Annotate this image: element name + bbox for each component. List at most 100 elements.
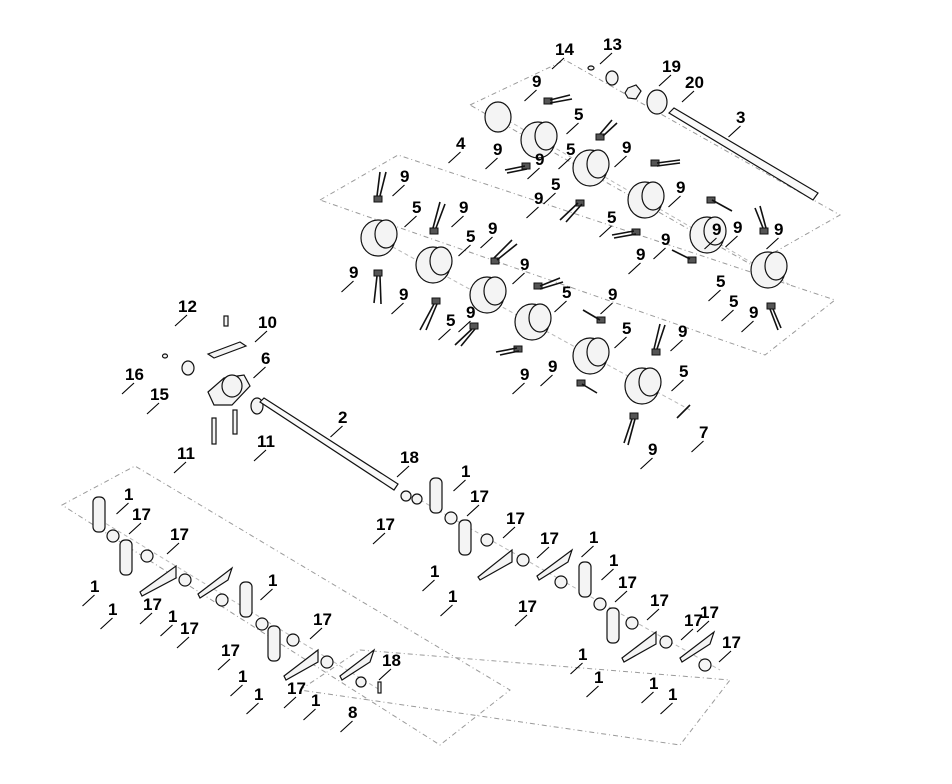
shaft-icon: [259, 397, 399, 491]
label-9: 9: [493, 140, 502, 159]
label-1: 1: [589, 528, 598, 547]
cutter-disc: [520, 121, 558, 159]
leader-line: [166, 542, 180, 555]
leader-line: [340, 720, 353, 733]
label-17: 17: [376, 515, 395, 534]
label-1: 1: [668, 685, 677, 704]
spring-pin: [611, 228, 641, 239]
label-9: 9: [712, 220, 721, 239]
spacer-icon: [516, 553, 530, 567]
blade-icon: [621, 630, 657, 663]
leader-line: [466, 504, 480, 517]
leader-line: [139, 612, 153, 625]
leader-line: [100, 617, 113, 630]
axis-lines: [99, 109, 791, 691]
label-17: 17: [170, 525, 189, 544]
label-5: 5: [574, 105, 583, 124]
leader-line: [601, 568, 614, 581]
leader-line: [670, 339, 683, 352]
screw-icon: [223, 315, 229, 327]
middle-assembly-frame: [318, 154, 837, 356]
leader-line: [451, 215, 464, 228]
pin-icon: [377, 681, 382, 694]
blade-icon: [458, 519, 472, 556]
label-9: 9: [733, 218, 742, 237]
label-17: 17: [722, 633, 741, 652]
label-1: 1: [461, 462, 470, 481]
cutter-disc: [750, 251, 788, 289]
leader-line: [448, 151, 461, 164]
label-17: 17: [221, 641, 240, 660]
spring-pin: [706, 196, 733, 212]
leader-line: [82, 594, 95, 607]
label-1: 1: [124, 485, 133, 504]
leader-line: [392, 184, 405, 197]
leader-line: [173, 461, 187, 474]
leader-line: [614, 155, 627, 168]
left-blade-frame: [61, 465, 511, 746]
spring-pin: [543, 94, 573, 105]
bearing-icon: [181, 360, 195, 376]
leader-line: [341, 280, 354, 293]
leader-line: [254, 330, 268, 343]
parts: [92, 65, 819, 694]
leader-line: [708, 289, 721, 302]
leader-line: [512, 272, 525, 285]
end-disc-icon: [484, 101, 512, 133]
leader-lines: [82, 52, 779, 733]
label-9: 9: [622, 138, 631, 157]
cutter-disc: [689, 216, 727, 254]
spacer-icon: [215, 593, 229, 607]
label-17: 17: [506, 509, 525, 528]
leader-line: [581, 545, 594, 558]
label-9: 9: [534, 189, 543, 208]
spacer-icon: [286, 633, 300, 647]
label-4: 4: [456, 134, 466, 153]
spring-pin: [419, 297, 441, 331]
blade-icon: [92, 496, 106, 533]
leader-line: [558, 157, 571, 170]
label-17: 17: [287, 679, 306, 698]
blade-icon: [679, 630, 716, 663]
label-1: 1: [311, 691, 320, 710]
label-9: 9: [749, 303, 758, 322]
blade-icon: [606, 607, 620, 644]
leader-line: [303, 708, 316, 721]
label-1: 1: [90, 577, 99, 596]
leader-line: [458, 320, 471, 333]
leader-line: [728, 125, 741, 138]
leader-line: [391, 302, 404, 315]
leader-line: [653, 247, 666, 260]
spring-pin: [623, 412, 639, 446]
leader-line: [230, 684, 243, 697]
leader-line: [691, 440, 704, 453]
leader-line: [725, 235, 738, 248]
leader-line: [246, 702, 259, 715]
label-18: 18: [382, 651, 401, 670]
label-16: 16: [125, 365, 144, 384]
label-9: 9: [678, 322, 687, 341]
leader-line: [121, 382, 135, 395]
label-5: 5: [412, 198, 421, 217]
label-6: 6: [261, 349, 270, 368]
label-1: 1: [168, 607, 177, 626]
label-9: 9: [349, 263, 358, 282]
label-17: 17: [540, 529, 559, 548]
bolt-icon: [211, 417, 217, 445]
leader-line: [721, 309, 734, 322]
leader-line: [586, 685, 599, 698]
label-1: 1: [578, 645, 587, 664]
cutter-disc: [360, 219, 398, 257]
leader-line: [640, 457, 653, 470]
leader-line: [614, 590, 628, 603]
spacer-icon: [480, 533, 494, 547]
leader-line: [628, 262, 641, 275]
spacer-icon: [698, 658, 712, 672]
label-10: 10: [258, 313, 277, 332]
blade-icon: [197, 566, 234, 599]
label-5: 5: [679, 362, 688, 381]
label-5: 5: [566, 140, 575, 159]
label-11: 11: [257, 432, 275, 451]
cutter-disc: [514, 303, 552, 341]
